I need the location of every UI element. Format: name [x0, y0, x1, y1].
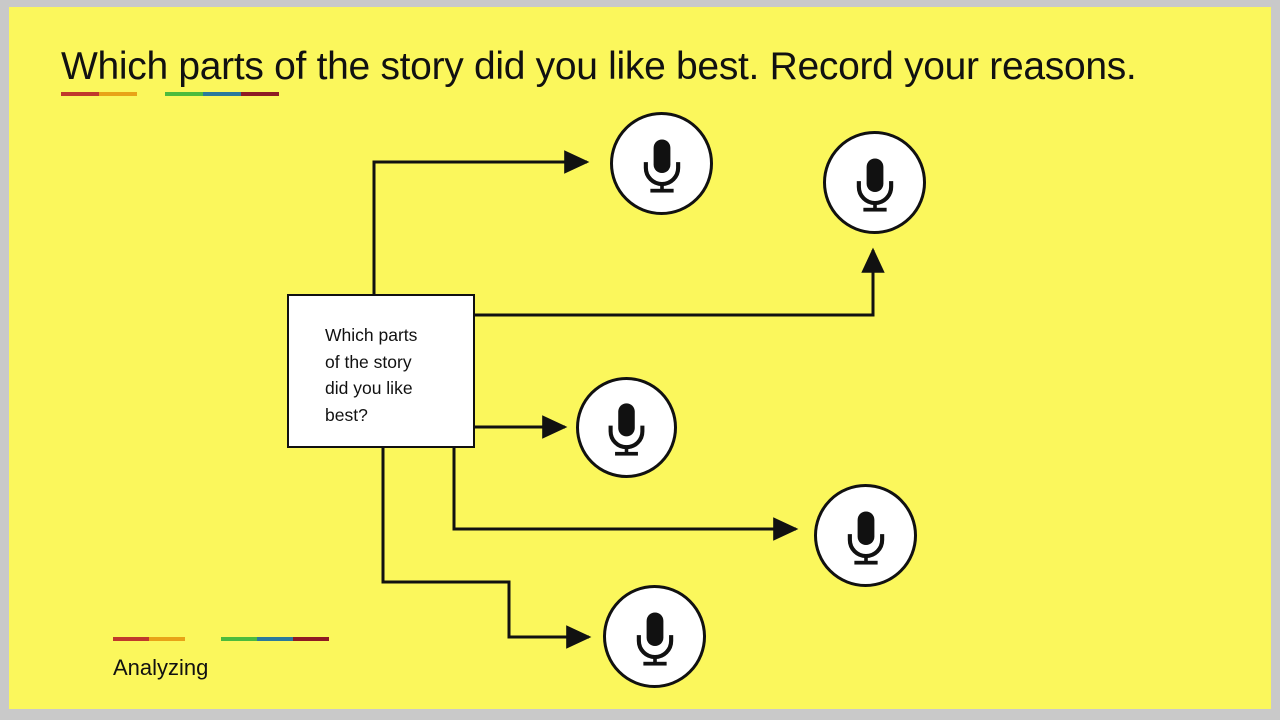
microphone-icon — [847, 510, 884, 565]
rule-darkred — [293, 637, 329, 641]
connector-box-to-mic-1 — [372, 150, 590, 294]
connector-box-to-mic-5 — [381, 448, 592, 649]
recording-node-4[interactable] — [814, 484, 917, 587]
rule-blue — [257, 637, 293, 641]
recording-node-5[interactable] — [603, 585, 706, 688]
title-block: Which parts of the story did you like be… — [61, 45, 1221, 96]
rule-gap — [185, 637, 221, 641]
microphone-icon — [608, 403, 645, 456]
title-accent-rules — [61, 92, 279, 96]
recording-node-1[interactable] — [610, 112, 713, 215]
rule-orange — [99, 92, 137, 96]
rule-red — [113, 637, 149, 641]
footer-accent-rules — [113, 637, 329, 641]
prompt-box-text: Which parts of the story did you like be… — [325, 325, 418, 425]
recording-node-3[interactable] — [576, 377, 677, 478]
rule-green — [165, 92, 203, 96]
microphone-icon — [856, 157, 893, 212]
microphone-icon — [643, 138, 680, 193]
rule-red — [61, 92, 99, 96]
phase-label: Analyzing — [113, 655, 209, 680]
connector-box-to-mic-2 — [475, 247, 885, 317]
rule-blue — [203, 92, 241, 96]
rule-gap — [137, 92, 165, 96]
page-title: Which parts of the story did you like be… — [61, 45, 1137, 88]
recording-node-2[interactable] — [823, 131, 926, 234]
rule-darkred — [241, 92, 279, 96]
microphone-icon — [636, 611, 673, 666]
rule-orange — [149, 637, 185, 641]
rule-green — [221, 637, 257, 641]
slide-canvas: Which parts of the story did you like be… — [9, 7, 1271, 709]
prompt-box[interactable]: Which parts of the story did you like be… — [287, 294, 475, 448]
